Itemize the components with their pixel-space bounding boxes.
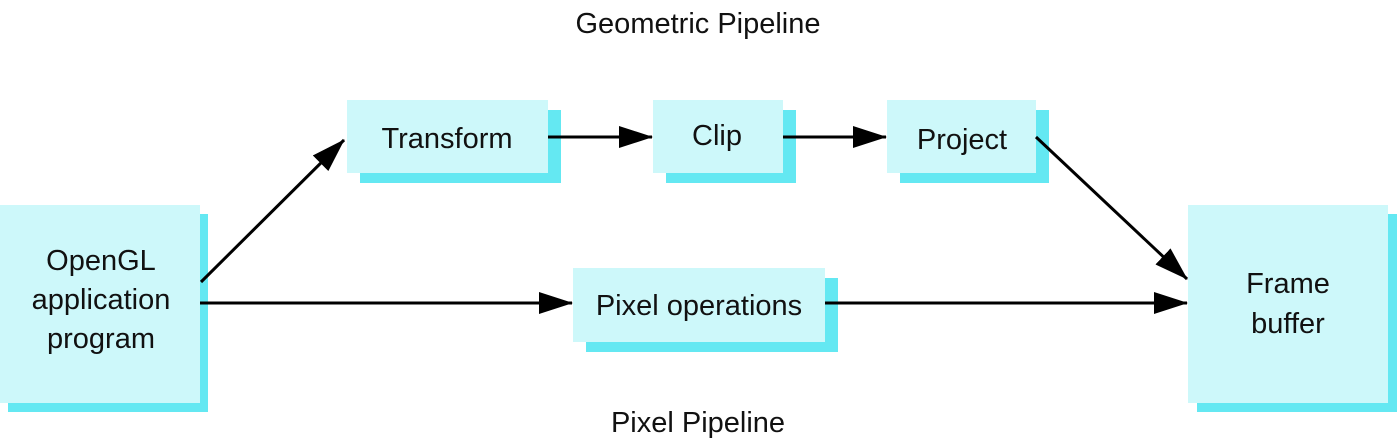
pixel-operations-label: Pixel operations: [596, 290, 802, 322]
frame-buffer-face: [1188, 205, 1388, 403]
pixel-operations-face: [573, 268, 825, 342]
opengl-app-label-line1: OpenGL: [46, 245, 156, 277]
project-face: [887, 100, 1036, 173]
frame-buffer-box: Frame buffer: [1188, 205, 1397, 412]
arrow-project-to-frame-buffer: [1034, 135, 1189, 281]
project-label: Project: [917, 124, 1007, 156]
opengl-app-face: [0, 205, 200, 403]
opengl-app-label-line2: application: [32, 284, 171, 316]
clip-label: Clip: [692, 120, 742, 152]
frame-buffer-label-line1: Frame: [1246, 268, 1330, 300]
project-box: Project: [887, 100, 1049, 183]
transform-box: Transform: [347, 100, 561, 183]
frame-buffer-label-line2: buffer: [1251, 308, 1325, 340]
pixel-operations-box: Pixel operations: [573, 268, 838, 352]
clip-box: Clip: [653, 100, 796, 183]
arrow-app-to-transform: [199, 138, 346, 284]
clip-face: [653, 100, 783, 173]
pixel-pipeline-title: Pixel Pipeline: [611, 407, 785, 439]
transform-face: [347, 100, 548, 173]
opengl-app-label-line3: program: [47, 323, 155, 355]
opengl-application-program-box: OpenGL application program: [0, 205, 208, 412]
geometric-pipeline-title: Geometric Pipeline: [576, 8, 821, 40]
transform-label: Transform: [381, 123, 512, 155]
